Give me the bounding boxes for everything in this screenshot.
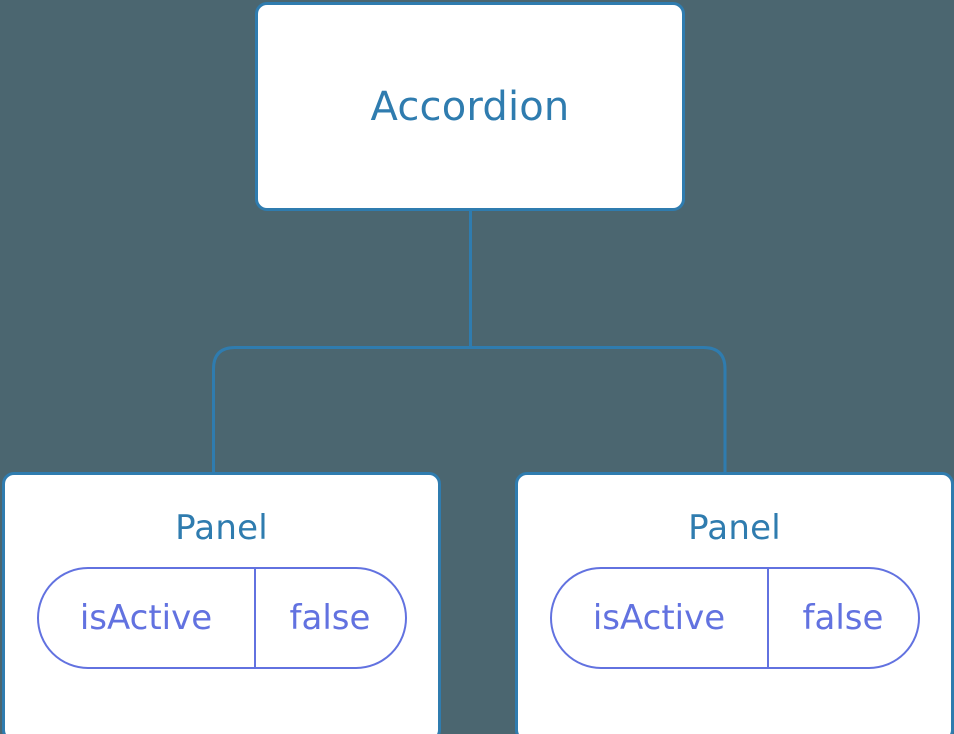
node-panel-left[interactable]: Panel isActive false [2, 472, 441, 734]
prop-pill-left[interactable]: isActive false [36, 567, 407, 669]
prop-pill-right-key: isActive [552, 569, 769, 667]
prop-pill-left-key: isActive [39, 569, 256, 667]
connector-branch [212, 346, 727, 500]
prop-pill-right-value: false [802, 598, 884, 638]
prop-pill-left-value: false [289, 598, 371, 638]
node-accordion-label: Accordion [370, 83, 570, 130]
prop-pill-right[interactable]: isActive false [549, 567, 920, 669]
node-accordion[interactable]: Accordion [255, 2, 685, 211]
node-panel-right[interactable]: Panel isActive false [515, 472, 954, 734]
node-panel-left-label: Panel [175, 508, 268, 548]
node-panel-right-label: Panel [688, 508, 781, 548]
